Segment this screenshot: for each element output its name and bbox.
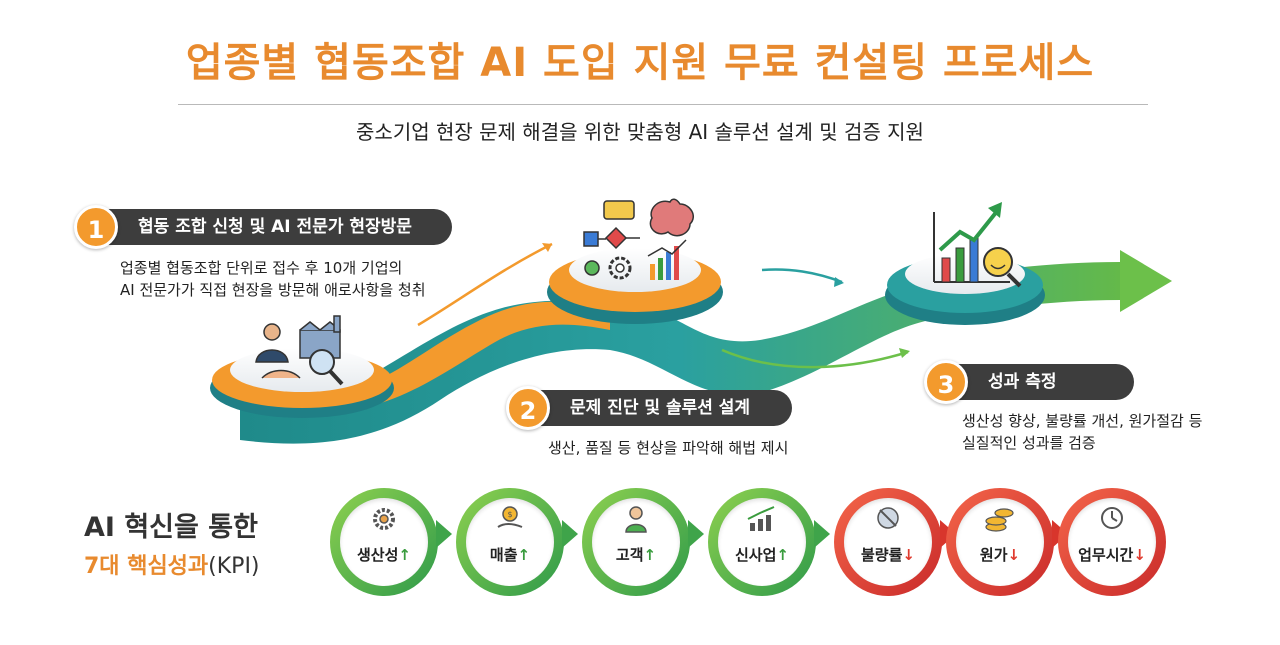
kpi-customer-label: 고객 (615, 546, 644, 564)
step-3-number-badge: 3 (924, 360, 968, 404)
step-1-description: 업종별 협동조합 단위로 접수 후 10개 기업의 AI 전문가가 직접 현장을… (120, 257, 426, 301)
step-3-desc-line-1: 생산성 향상, 불량률 개선, 원가절감 등 (962, 412, 1203, 430)
step-3-title: 성과 측정 (988, 372, 1057, 392)
step-2-desc-line-1: 생산, 품질 등 현상을 파악해 해법 제시 (548, 439, 789, 457)
kpi-productivity: 생산성↑ (330, 488, 452, 596)
flow-arrow-2 (761, 268, 843, 284)
kpi-customer-arrow: ↑ (643, 546, 657, 564)
step-3-description: 생산성 향상, 불량률 개선, 원가절감 등 실질적인 성과를 검증 (962, 410, 1202, 454)
svg-text:$: $ (507, 510, 512, 519)
kpi-customer: 고객↑ (582, 488, 704, 596)
road-end-arrow (1120, 250, 1172, 312)
kpi-defect-rate-arrow: ↓ (902, 546, 915, 564)
kpi-cost: 원가↓ (946, 488, 1068, 596)
page-title: 업종별 협동조합 AI 도입 지원 무료 컨설팅 프로세스 (185, 40, 1095, 86)
step-2-number-badge: 2 (506, 386, 550, 430)
handshake-factory-magnifier-icon (255, 315, 344, 386)
page-subtitle: 중소기업 현장 문제 해결을 위한 맞춤형 AI 솔루션 설계 및 검증 지원 (356, 120, 924, 144)
step-2-title: 문제 진단 및 솔루션 설계 (570, 398, 751, 418)
kpi-heading: AI 혁신을 통한 (84, 512, 258, 543)
kpi-subheading-paren: (KPI) (208, 554, 260, 579)
flow-arrow-3 (721, 348, 909, 369)
kpi-work-time-arrow: ↓ (1133, 546, 1146, 564)
step-1-desc-line-2: AI 전문가가 직접 현장을 방문해 애로사항을 청취 (120, 281, 426, 299)
growth-chart-smile-icon (933, 202, 1022, 288)
kpi-revenue-label: 매출 (489, 546, 518, 564)
step-1-title-pill: 1 협동 조합 신청 및 AI 전문가 현장방문 (74, 205, 452, 249)
bar-chart-icon (747, 506, 775, 531)
kpi-subheading: 7대 핵심성과(KPI) (84, 548, 260, 580)
kpi-revenue: $ 매출↑ (456, 488, 578, 596)
platform-3 (885, 254, 1045, 325)
kpi-cost-arrow: ↓ (1007, 546, 1021, 564)
step-2-description: 생산, 품질 등 현상을 파악해 해법 제시 (548, 437, 788, 459)
kpi-new-business-label: 신사업 (735, 546, 777, 564)
flowchart-brain-gear-icon (583, 198, 694, 280)
step-3-title-pill: 3 성과 측정 (924, 360, 1134, 404)
defect-icon (877, 507, 899, 529)
money-hand-icon: $ (497, 506, 523, 528)
kpi-subheading-main: 7대 핵심성과 (84, 554, 209, 579)
kpi-productivity-label: 생산성 (357, 546, 399, 564)
kpi-revenue-arrow: ↑ (517, 546, 531, 564)
kpi-new-business: 신사업↑ (708, 488, 830, 596)
step-2-title-pill: 2 문제 진단 및 솔루션 설계 (506, 386, 792, 430)
kpi-productivity-arrow: ↑ (398, 546, 411, 564)
kpi-work-time-label: 업무시간 (1078, 546, 1134, 564)
coins-icon (985, 508, 1014, 532)
road-orange-lane (330, 301, 610, 412)
person-icon (625, 506, 647, 533)
kpi-new-business-arrow: ↑ (776, 546, 789, 564)
kpi-cost-label: 원가 (979, 546, 1008, 564)
kpi-defect-rate: 불량률↓ (834, 488, 956, 596)
step-3-desc-line-2: 실질적인 성과를 검증 (962, 434, 1096, 452)
step-1-number-badge: 1 (74, 205, 118, 249)
gear-icon (373, 508, 395, 530)
kpi-work-time: 업무시간↓ (1058, 488, 1166, 596)
title-divider (178, 104, 1148, 105)
step-1-desc-line-1: 업종별 협동조합 단위로 접수 후 10개 기업의 (120, 259, 403, 277)
flow-arrow-1 (417, 242, 553, 327)
clock-icon (1101, 507, 1123, 529)
kpi-defect-rate-label: 불량률 (861, 546, 903, 564)
platform-2 (547, 248, 723, 324)
step-1-title: 협동 조합 신청 및 AI 전문가 현장방문 (138, 217, 412, 237)
